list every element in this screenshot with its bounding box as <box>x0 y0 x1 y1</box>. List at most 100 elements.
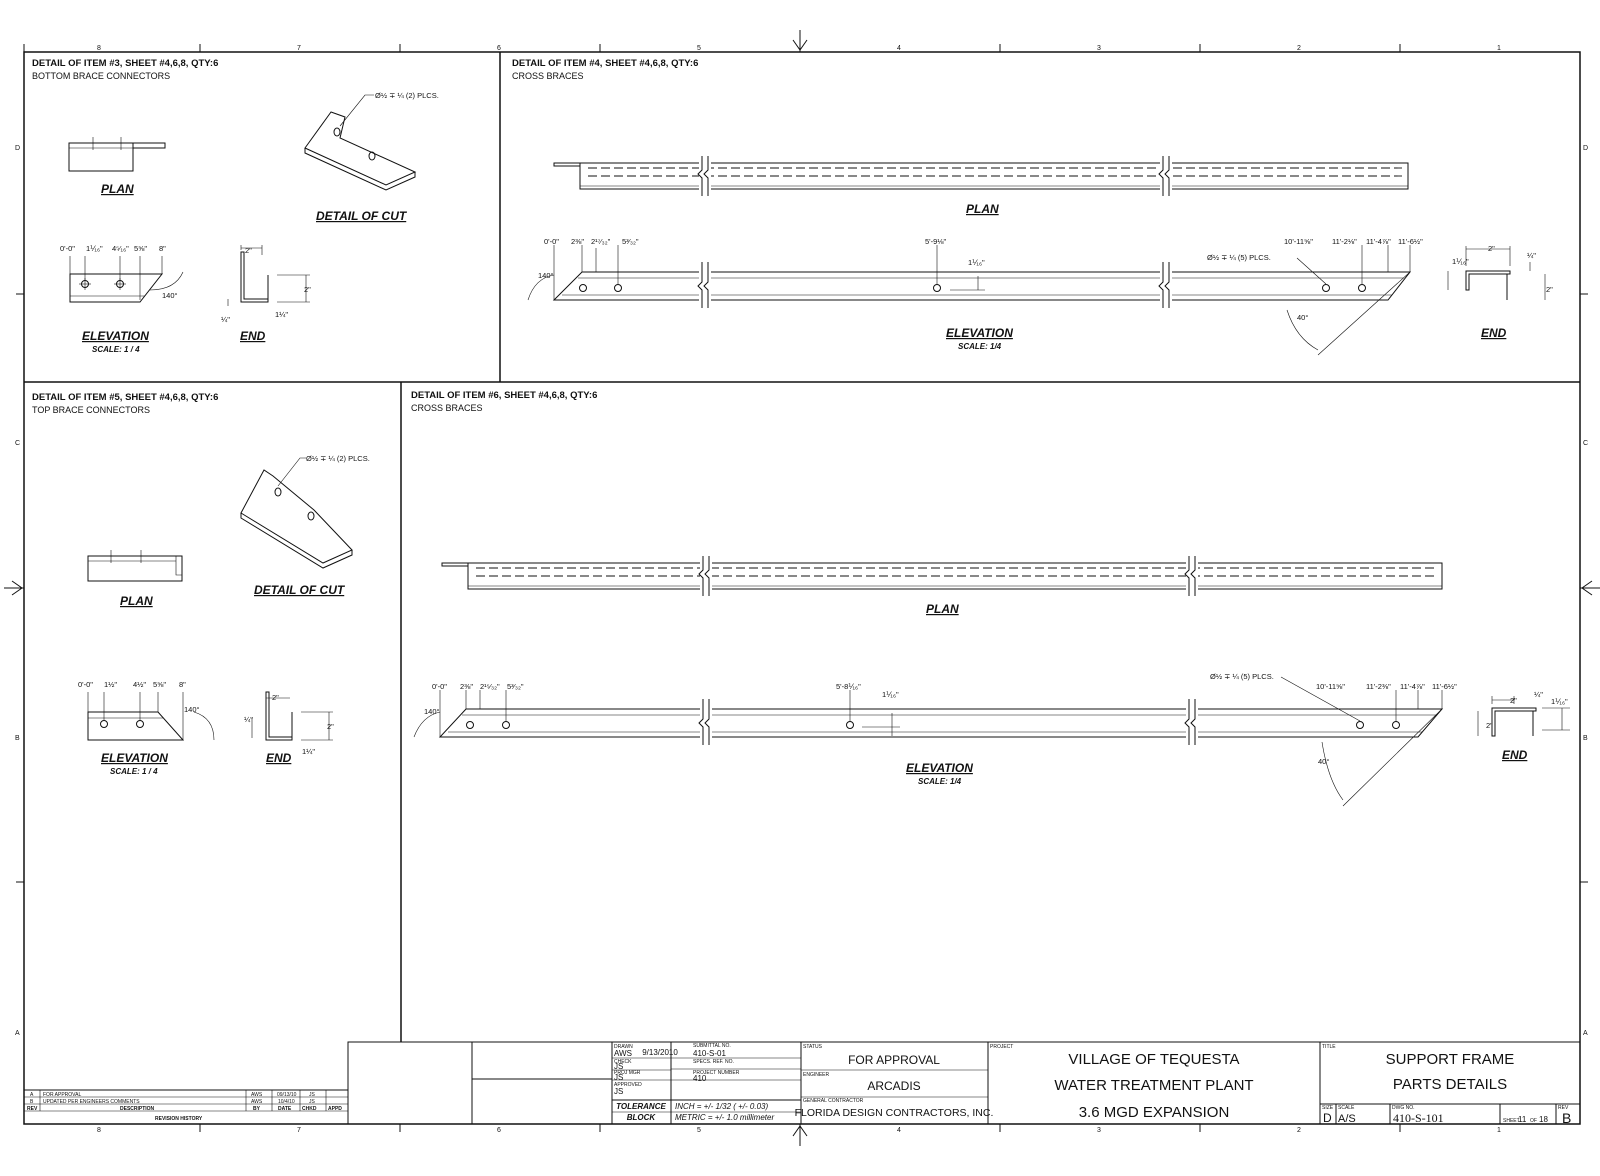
zone-labels-bottom: 8 7 6 5 4 3 2 1 <box>97 1127 1501 1134</box>
svg-text:2⅜": 2⅜" <box>571 237 584 246</box>
panel-item5-header: DETAIL OF ITEM #5, SHEET #4,6,8, QTY:6 <box>32 392 218 403</box>
svg-text:09/13/10: 09/13/10 <box>277 1092 297 1098</box>
svg-text:DRAWN: DRAWN <box>614 1044 633 1050</box>
svg-text:GENERAL CONTRACTOR: GENERAL CONTRACTOR <box>803 1098 864 1104</box>
item5-hole-note: Ø½ ∓ ¼ (2) PLCS. <box>306 454 370 463</box>
svg-text:40°: 40° <box>1297 313 1308 322</box>
item3-end-view: 2" 2" 1¼" ¼" END <box>221 245 311 343</box>
svg-text:STATUS: STATUS <box>803 1044 823 1050</box>
item3-plan-view: PLAN <box>68 137 166 196</box>
svg-text:5'-9⅛": 5'-9⅛" <box>925 237 947 246</box>
project-number: 410 <box>693 1074 707 1083</box>
svg-text:APPD: APPD <box>328 1106 342 1112</box>
item4-end-label: END <box>1481 326 1507 340</box>
svg-text:11'-2⅜": 11'-2⅜" <box>1366 682 1391 691</box>
svg-text:2": 2" <box>1510 696 1517 705</box>
svg-text:2": 2" <box>1488 244 1495 253</box>
item6-end-view: 2" ¼" 1⅟₁₆" 2" END <box>1477 690 1570 762</box>
svg-text:2¹⁷⁄₃₂": 2¹⁷⁄₃₂" <box>591 237 611 246</box>
svg-text:REV: REV <box>1558 1105 1569 1111</box>
svg-text:1¼": 1¼" <box>275 310 288 319</box>
center-marks <box>4 30 1600 1146</box>
svg-text:AWS: AWS <box>614 1049 632 1058</box>
item5-elevation-label: ELEVATION <box>101 751 168 765</box>
svg-text:8": 8" <box>159 244 166 253</box>
svg-text:APPROVED: APPROVED <box>614 1082 642 1088</box>
engineer-value: ARCADIS <box>867 1079 920 1093</box>
item6-scale: SCALE: 1/4 <box>918 777 962 786</box>
svg-text:2": 2" <box>327 722 334 731</box>
svg-text:D: D <box>15 145 20 152</box>
item5-scale: SCALE: 1 / 4 <box>110 767 158 776</box>
svg-text:2": 2" <box>245 246 252 255</box>
svg-text:2: 2 <box>1297 45 1301 52</box>
svg-text:DWG NO.: DWG NO. <box>1392 1105 1415 1111</box>
svg-text:3: 3 <box>1097 1127 1101 1134</box>
svg-text:8: 8 <box>97 45 101 52</box>
item3-elevation-label: ELEVATION <box>82 329 149 343</box>
svg-text:3: 3 <box>1097 45 1101 52</box>
svg-text:¼": ¼" <box>221 315 230 324</box>
svg-text:0'-0": 0'-0" <box>544 237 559 246</box>
svg-text:AWS: AWS <box>251 1099 263 1105</box>
svg-text:11'-4⅞": 11'-4⅞" <box>1366 237 1391 246</box>
svg-text:SUBMITTAL NO.: SUBMITTAL NO. <box>693 1043 731 1049</box>
item4-end-view: 2" ¼" 1⅟₁₆" 2" END <box>1447 244 1553 340</box>
drawn-date: 9/13/2010 <box>642 1048 678 1057</box>
svg-text:DESCRIPTION: DESCRIPTION <box>120 1106 155 1112</box>
revision-history: A FOR APPROVAL AWS 09/13/10 JS B UPDATED… <box>23 1089 349 1125</box>
svg-text:5³⁄₃₂": 5³⁄₃₂" <box>507 682 524 691</box>
panel-item3-header: DETAIL OF ITEM #3, SHEET #4,6,8, QTY:6 <box>32 58 218 69</box>
item3-scale: SCALE: 1 / 4 <box>92 345 140 354</box>
svg-text:140°: 140° <box>184 705 200 714</box>
item5-end-label: END <box>266 751 292 765</box>
panel-item6-subtitle: CROSS BRACES <box>411 403 483 413</box>
drawing-title-block: TITLE SUPPORT FRAME PARTS DETAILS SIZE D… <box>1322 1044 1571 1126</box>
svg-text:JS: JS <box>309 1099 316 1105</box>
svg-text:B: B <box>15 735 20 742</box>
svg-text:2⅜": 2⅜" <box>460 682 473 691</box>
zone-labels-right: D C B A <box>1583 145 1588 1037</box>
svg-text:¼": ¼" <box>1527 251 1536 260</box>
revision-row-a: A FOR APPROVAL AWS 09/13/10 JS <box>30 1092 316 1098</box>
svg-text:1: 1 <box>1497 45 1501 52</box>
svg-text:1½": 1½" <box>104 680 117 689</box>
drawing-title-line-2: PARTS DETAILS <box>1393 1076 1507 1093</box>
svg-text:PROJ MGR: PROJ MGR <box>614 1070 641 1076</box>
item3-plan-label: PLAN <box>101 182 134 196</box>
item6-plan-view: PLAN <box>441 556 1443 616</box>
svg-text:JS: JS <box>614 1062 623 1071</box>
svg-text:2": 2" <box>272 693 279 702</box>
panel-item6-header: DETAIL OF ITEM #6, SHEET #4,6,8, QTY:6 <box>411 390 597 401</box>
revision-headers: REV DESCRIPTION BY DATE CHKD APPD <box>27 1106 342 1112</box>
svg-text:C: C <box>15 440 20 447</box>
svg-text:11'-2⅛": 11'-2⅛" <box>1332 237 1357 246</box>
item5-plan-view: PLAN <box>87 550 183 608</box>
svg-text:SCALE: SCALE <box>1338 1105 1355 1111</box>
svg-text:SPECS. REF. NO.: SPECS. REF. NO. <box>693 1059 734 1065</box>
svg-text:A: A <box>30 1092 34 1098</box>
svg-text:40°: 40° <box>1318 757 1329 766</box>
item6-elevation-view: 0'-0" 2⅜" 2¹⁵⁄₃₂" 5³⁄₃₂" 5'-8⅟₁₆" 1⅟₁₆" … <box>413 672 1457 807</box>
item5-detail-of-cut-label: DETAIL OF CUT <box>254 583 346 597</box>
svg-text:PROJECT NUMBER: PROJECT NUMBER <box>693 1070 740 1076</box>
svg-text:1⅟₁₆": 1⅟₁₆" <box>1551 697 1568 706</box>
sheet-no: 11 <box>1518 1115 1527 1124</box>
svg-text:ENGINEER: ENGINEER <box>803 1072 830 1078</box>
drawing-rev: B <box>1562 1110 1571 1126</box>
item5-end-view: 2" 2" 1¼" ¼" END <box>244 691 334 765</box>
svg-text:2": 2" <box>1486 721 1493 730</box>
item6-end-label: END <box>1502 748 1528 762</box>
svg-text:140°: 140° <box>424 707 440 716</box>
svg-text:DATE: DATE <box>278 1106 292 1112</box>
svg-text:0'-0": 0'-0" <box>78 680 93 689</box>
zone-labels-left: D C B A <box>15 145 20 1037</box>
project-line-1: VILLAGE OF TEQUESTA <box>1068 1051 1239 1068</box>
item4-plan-view: PLAN <box>553 156 1409 216</box>
svg-text:2: 2 <box>1297 1127 1301 1134</box>
svg-text:OF: OF <box>1530 1118 1537 1124</box>
svg-text:D: D <box>1583 145 1588 152</box>
zone-ticks <box>16 44 1588 1132</box>
svg-text:5'-8⅟₁₆": 5'-8⅟₁₆" <box>836 682 861 691</box>
panel-item3-subtitle: BOTTOM BRACE CONNECTORS <box>32 71 170 81</box>
